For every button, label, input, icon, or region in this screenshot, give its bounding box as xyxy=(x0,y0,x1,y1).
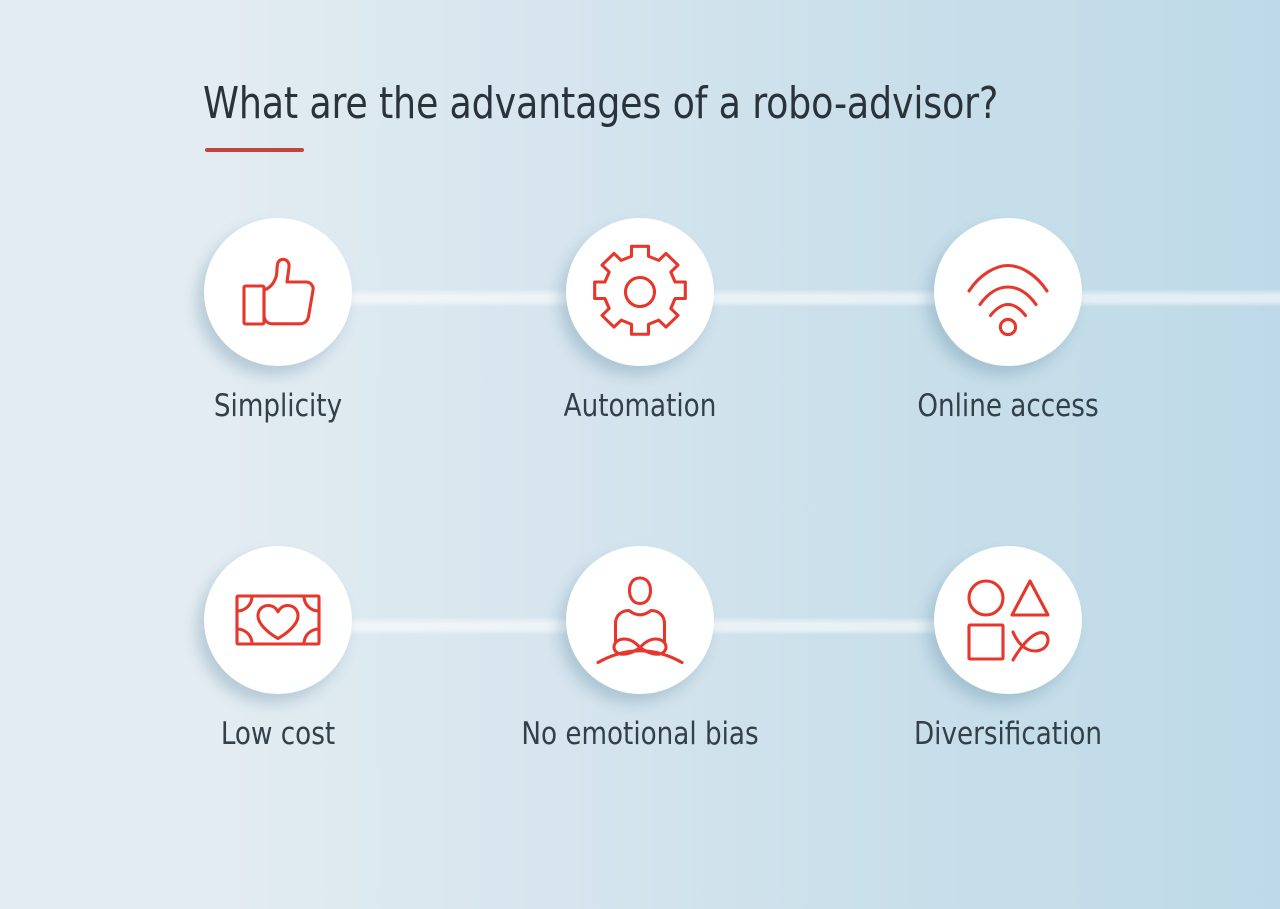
icon-bubble xyxy=(934,218,1082,366)
advantage-label: Online access xyxy=(917,388,1099,424)
advantage-label: Diversification xyxy=(913,716,1103,752)
advantage-item-automation: Automation xyxy=(490,218,790,424)
icon-bubble xyxy=(204,218,352,366)
advantage-label: Simplicity xyxy=(213,388,343,424)
meditation-icon xyxy=(596,576,684,665)
icon-bubble xyxy=(934,546,1082,694)
wifi-icon xyxy=(967,263,1049,337)
advantage-item-diversification: Diversification xyxy=(858,546,1158,752)
title-block: What are the advantages of a robo-adviso… xyxy=(203,78,1163,152)
advantage-item-online-access: Online access xyxy=(858,218,1158,424)
advantage-label: Automation xyxy=(563,388,717,424)
icon-bubble xyxy=(566,546,714,694)
page-title: What are the advantages of a robo-adviso… xyxy=(203,78,999,129)
advantage-label: Low cost xyxy=(220,716,336,752)
icon-bubble xyxy=(204,546,352,694)
advantage-item-low-cost: Low cost xyxy=(128,546,428,752)
title-accent-rule xyxy=(205,148,304,152)
banknote-heart-icon xyxy=(235,594,321,646)
thumbs-up-icon xyxy=(242,257,315,326)
icon-bubble xyxy=(566,218,714,366)
gear-icon xyxy=(593,244,687,336)
advantage-item-no-emotional-bias: No emotional bias xyxy=(490,546,790,752)
advantage-item-simplicity: Simplicity xyxy=(128,218,428,424)
shapes-grid-icon xyxy=(967,579,1050,662)
advantage-label: No emotional bias xyxy=(521,716,759,752)
